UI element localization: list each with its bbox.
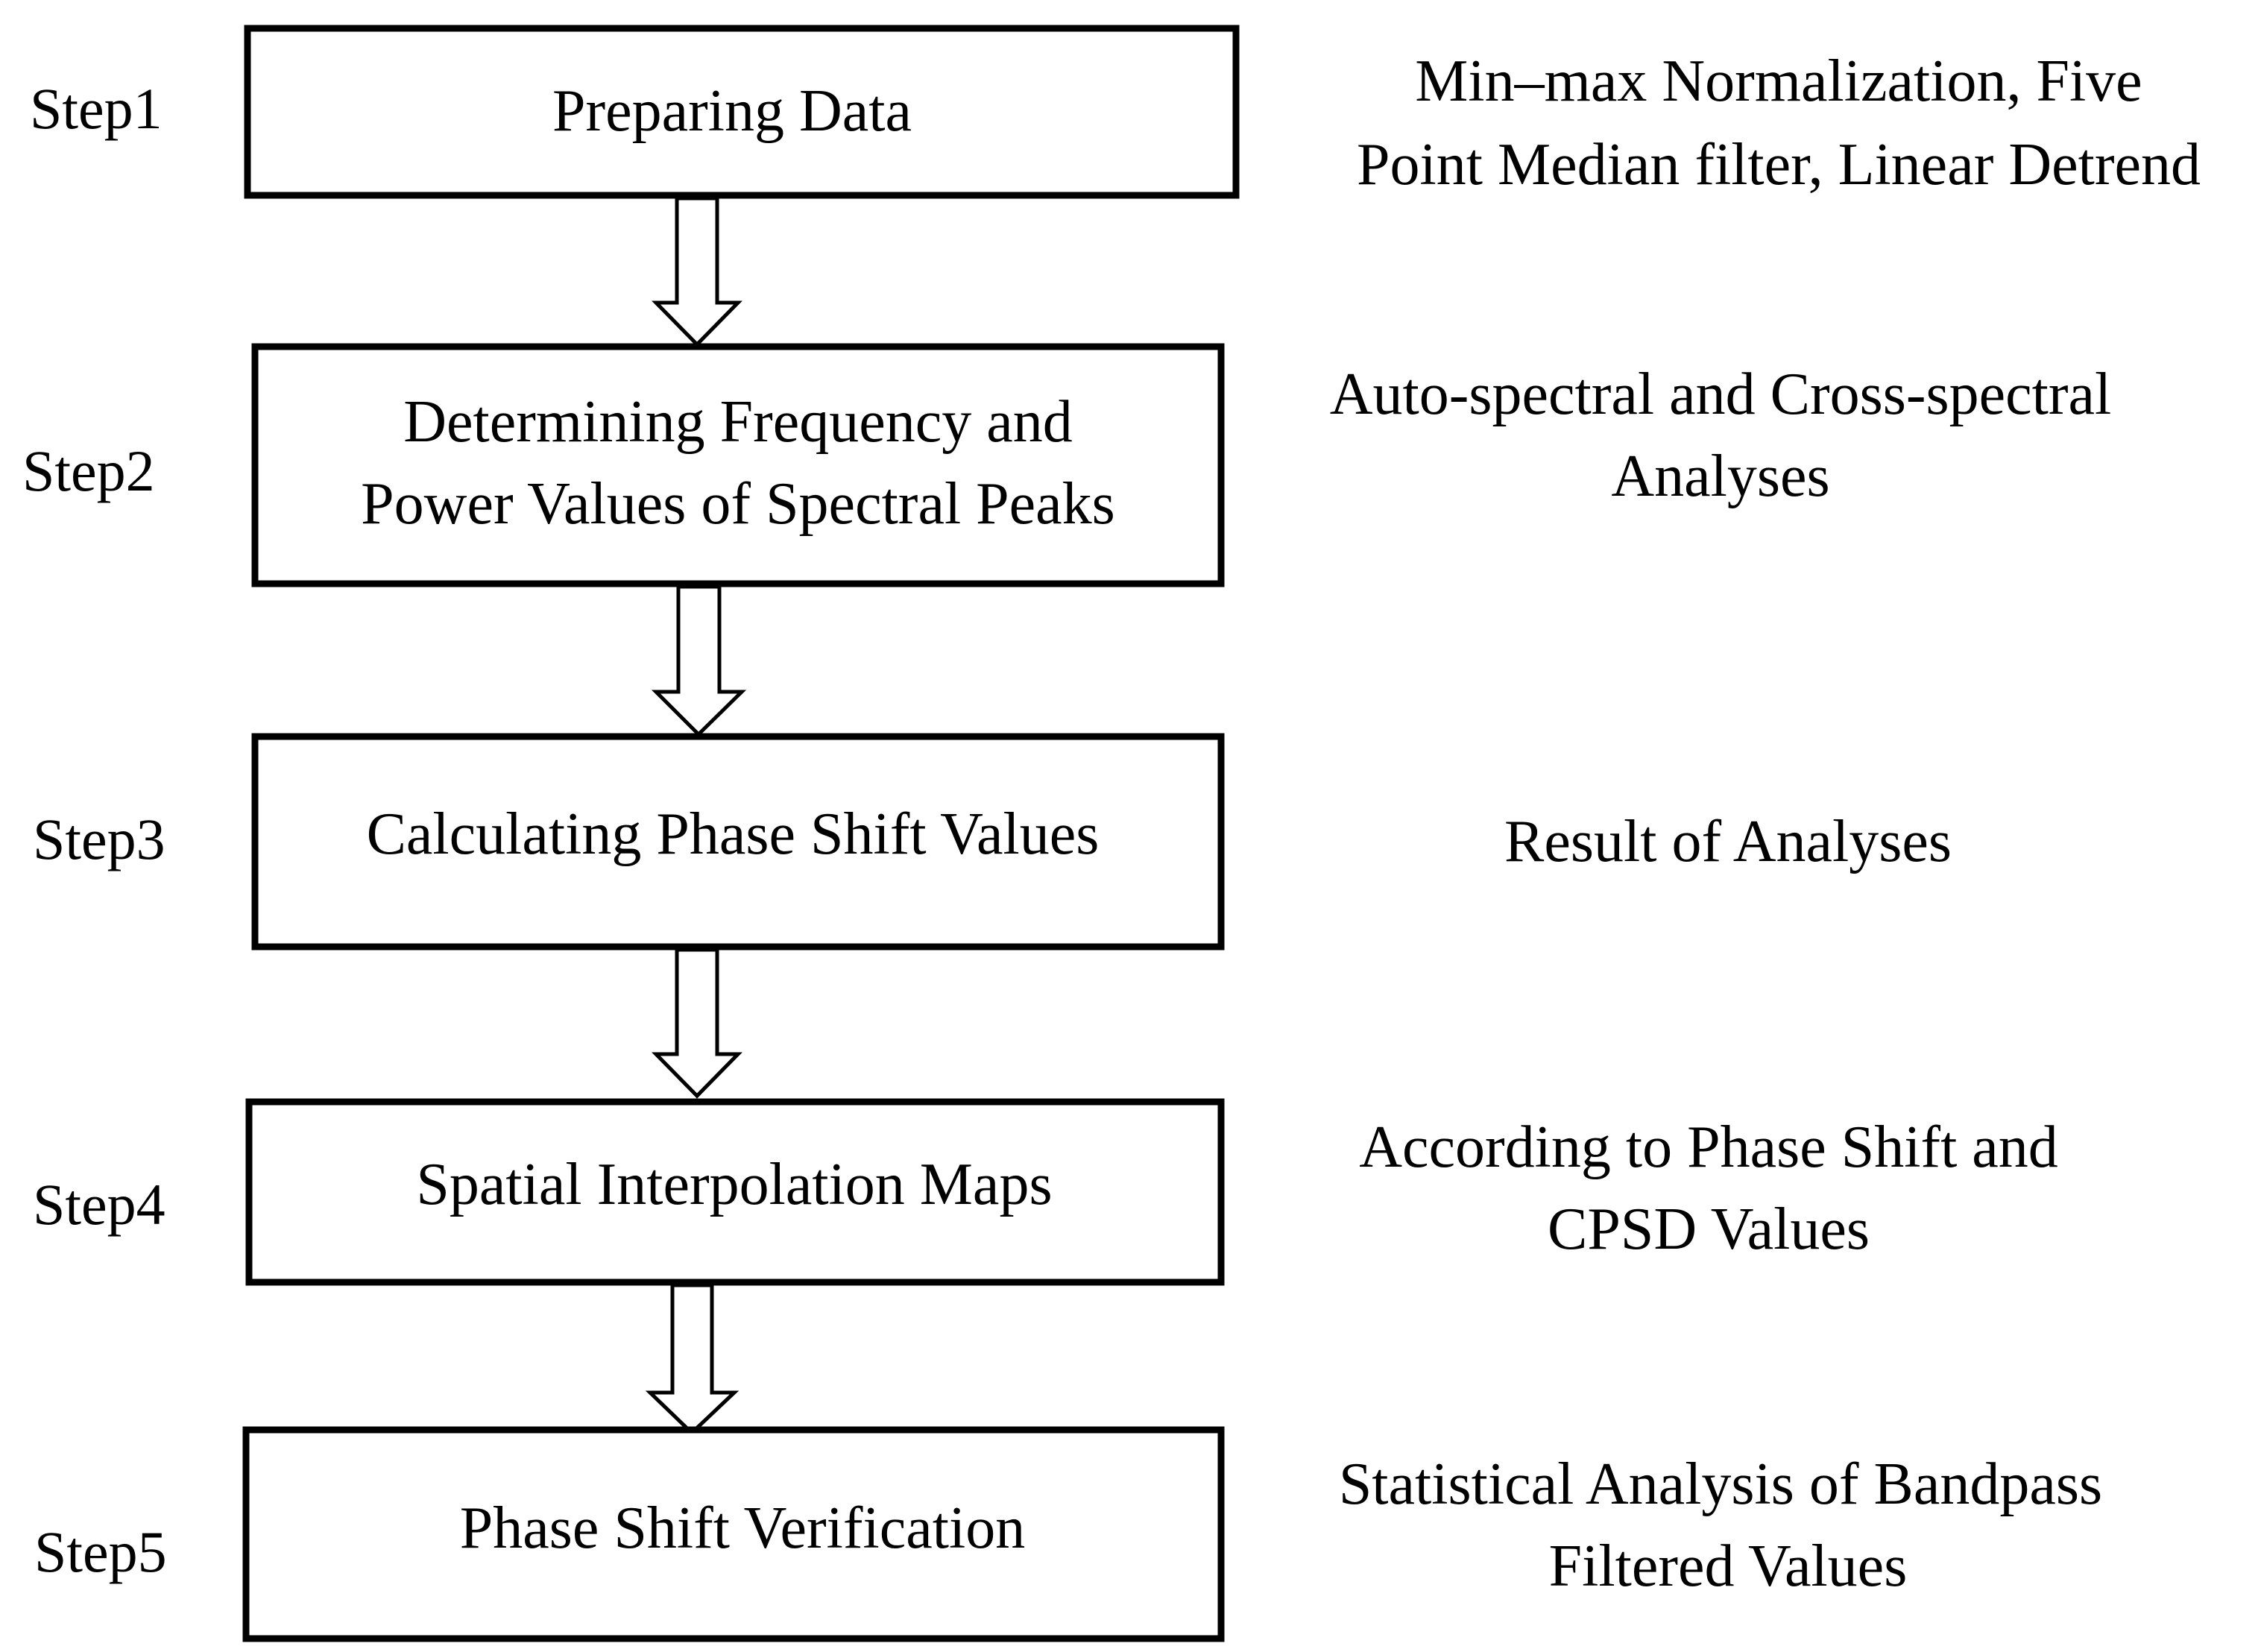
down-arrow-icon [645,1283,740,1436]
step-2: Step2 Determining Frequency and Power Va… [22,343,2112,587]
box-text: Calculating Phase Shift Values [367,801,1100,867]
annotation-line: CPSD Values [1548,1197,1870,1262]
step-label: Step3 [33,807,165,871]
down-arrow-icon [652,948,742,1099]
annotation-line: According to Phase Shift and [1359,1115,2058,1180]
process-box [251,733,1225,950]
step-4: Step4 Spatial Interpolation Maps Accordi… [33,1098,2058,1286]
step-label: Step1 [30,76,163,141]
step-5: Step5 Phase Shift Verification Statistic… [34,1426,2102,1642]
step-label: Step2 [22,438,155,503]
annotation-line: Statistical Analysis of Bandpass [1339,1451,2102,1517]
step-label: Step5 [34,1519,167,1584]
step-label: Step4 [33,1172,165,1237]
process-box [244,25,1240,199]
annotation-line: Auto-spectral and Cross-spectral [1330,362,2112,427]
annotation-line: Point Median filter, Linear Detrend [1357,132,2201,198]
annotation-line: Filtered Values [1549,1533,1908,1599]
process-box [251,343,1225,587]
box-text: Preparing Data [552,78,912,144]
process-box [245,1098,1225,1286]
box-text: Spatial Interpolation Maps [416,1152,1052,1217]
box-text: Determining Frequency and [403,389,1073,455]
annotation-line: Min–max Normalization, Five [1415,48,2142,114]
step-3: Step3 Calculating Phase Shift Values Res… [33,733,1952,950]
annotation-line: Analyses [1611,444,1829,509]
box-text: Power Values of Spectral Peaks [361,471,1115,537]
down-arrow-icon [652,196,742,347]
annotation-line: Result of Analyses [1504,809,1952,874]
box-text: Phase Shift Verification [460,1495,1025,1561]
process-box [242,1426,1225,1642]
down-arrow-icon [651,584,747,737]
step-1: Step1 Preparing Data Min–max Normalizati… [30,25,2201,199]
